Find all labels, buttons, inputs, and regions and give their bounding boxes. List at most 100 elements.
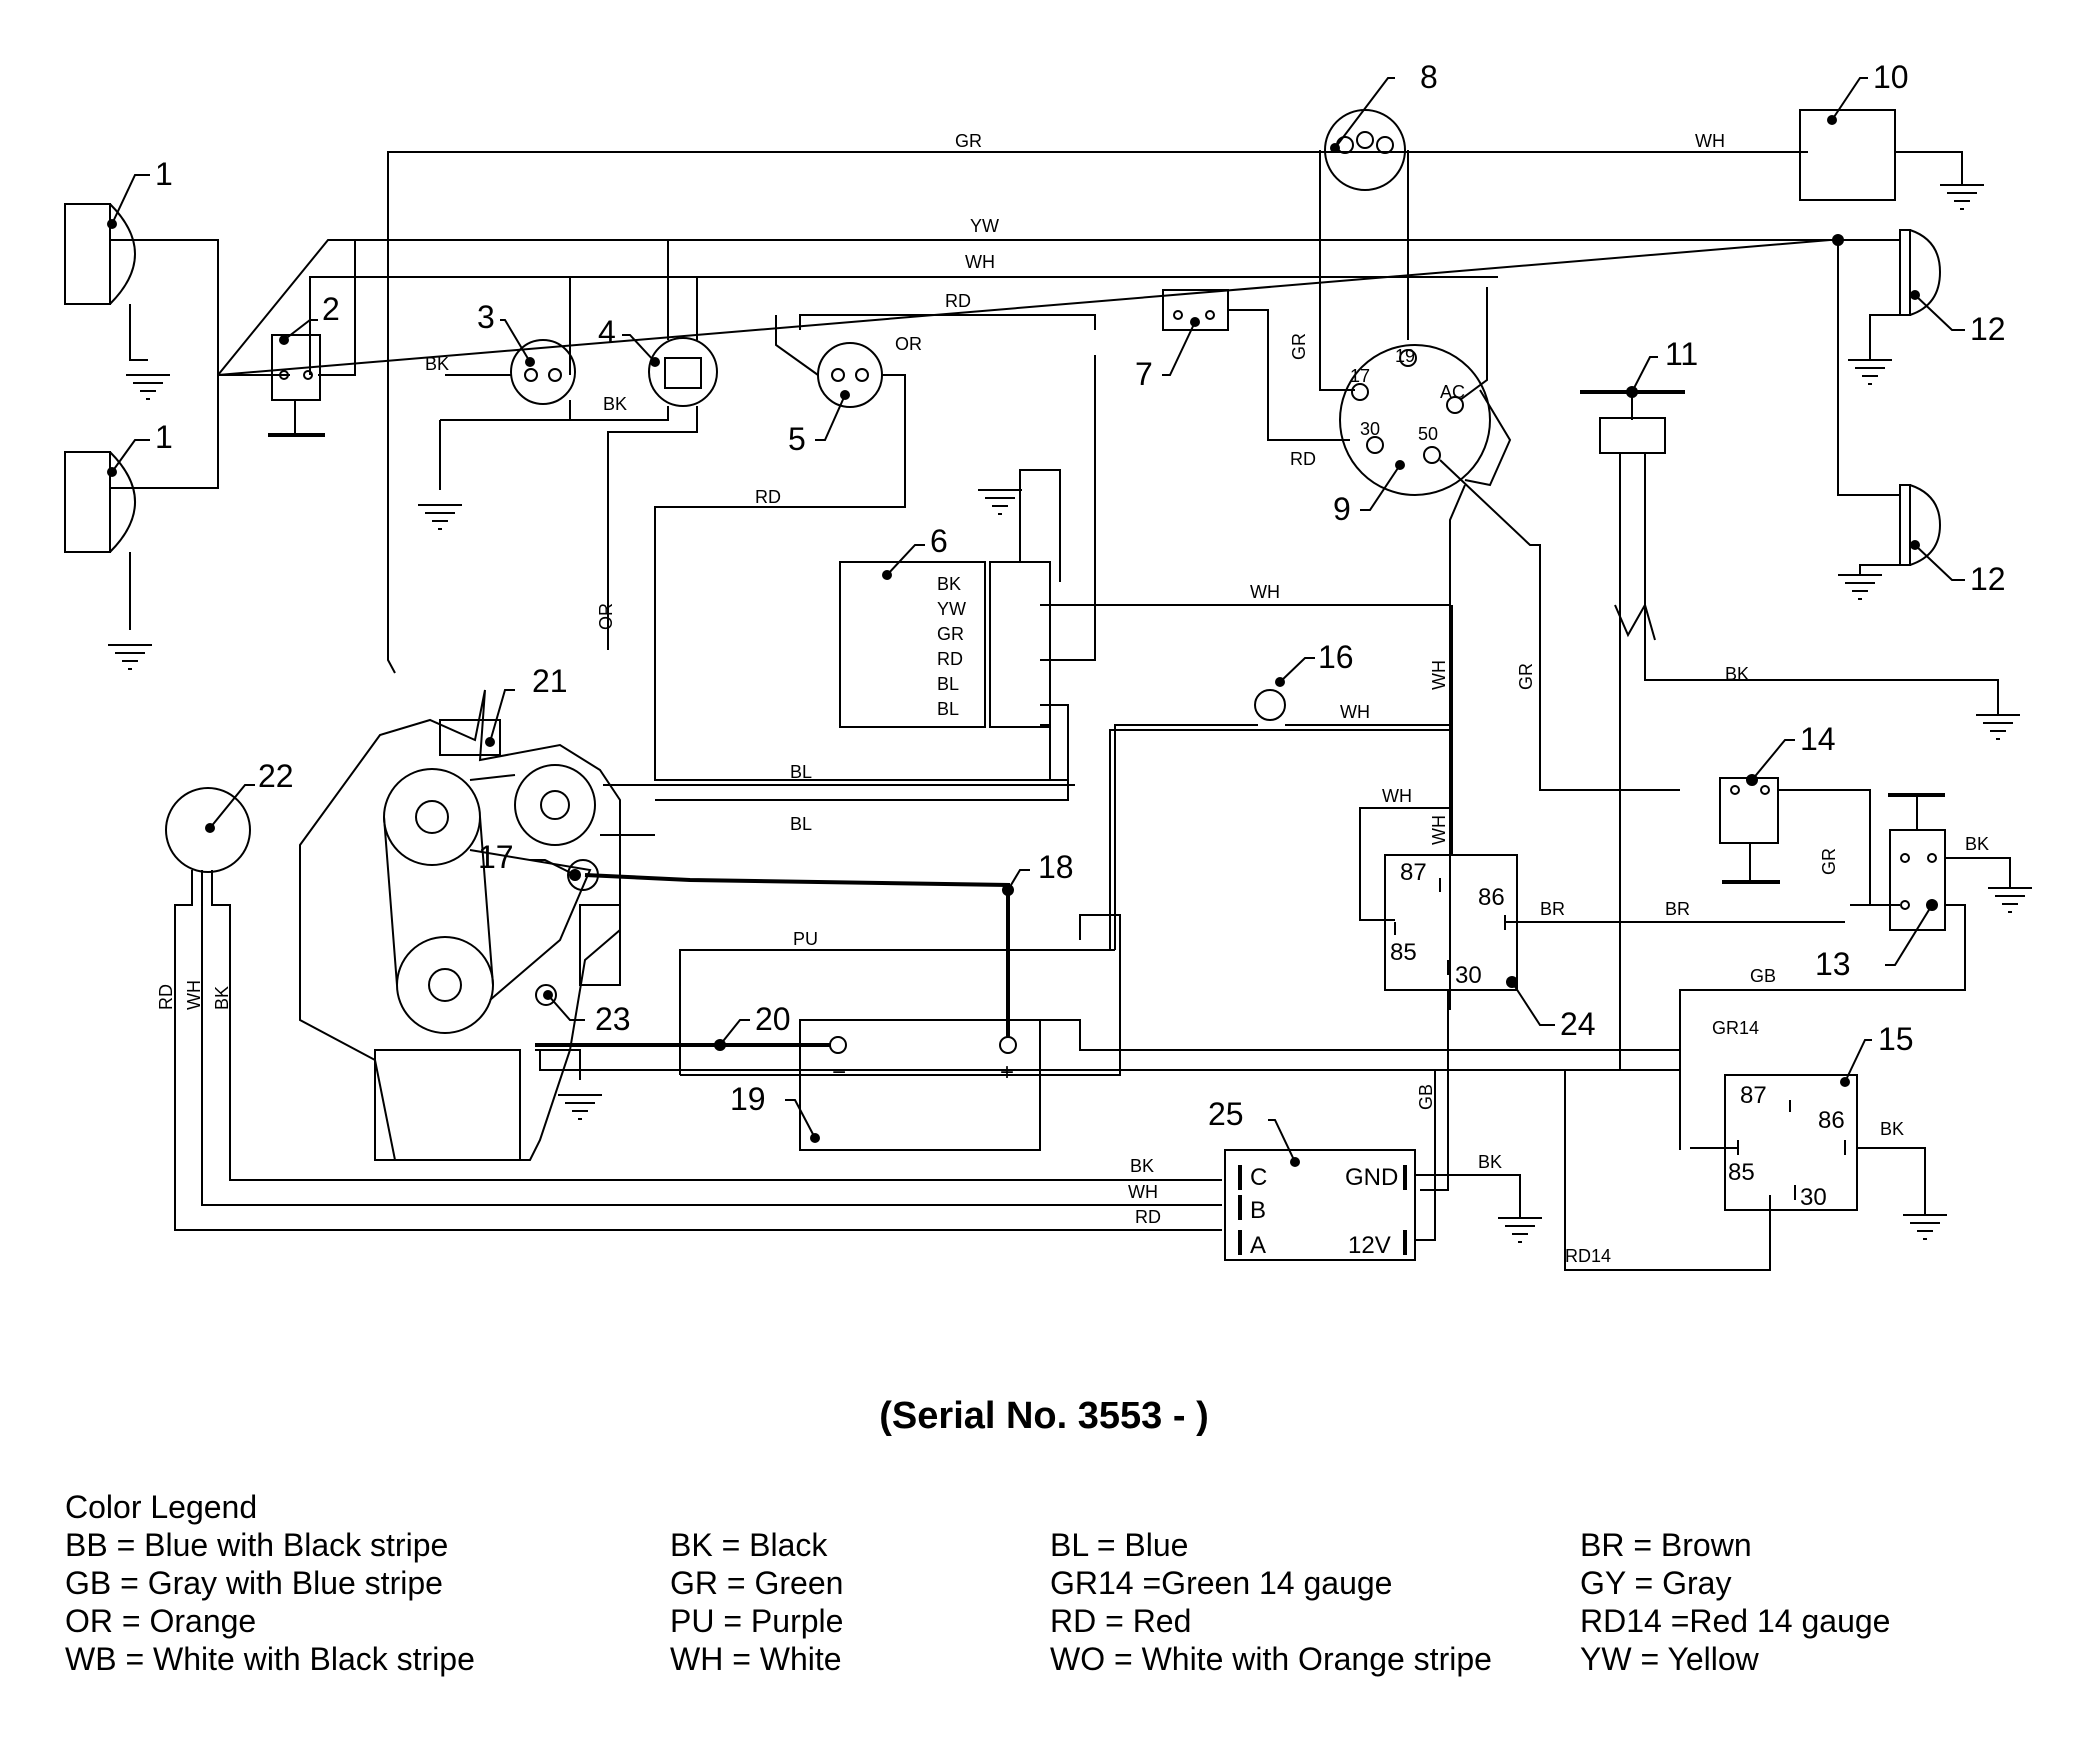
component-number: 6	[930, 523, 948, 559]
wire-label: BK	[1130, 1156, 1154, 1176]
wire-label: BK	[603, 394, 627, 414]
relay24-pin: 85	[1390, 939, 1417, 966]
wire-label: GR	[1819, 848, 1839, 875]
wire-label: BK	[212, 986, 232, 1010]
horns	[1832, 229, 1942, 600]
sensor-22	[165, 787, 1222, 1231]
wire-label: OR	[596, 603, 616, 630]
wire-label: GR14	[1712, 1018, 1759, 1038]
component-number: 21	[532, 663, 568, 699]
controller-pin: 12V	[1348, 1232, 1391, 1259]
color-legend: Color Legend BB = Blue with Black stripe…	[65, 1488, 2065, 1678]
legend-entry: GR14 =Green 14 gauge	[1050, 1565, 1393, 1601]
component-number: 23	[595, 1001, 631, 1037]
legend-row: OR = Orange PU = Purple RD = Red RD14 =R…	[65, 1602, 2065, 1640]
component-number: 12	[1970, 311, 2006, 347]
legend-entry: WO = White with Orange stripe	[1050, 1641, 1492, 1677]
wire-label: PU	[793, 929, 818, 949]
relay-15	[1564, 1070, 1948, 1271]
component-numbers: 1 1 2 3 4 5 6 7 8 9 10 11 12 12 13 14 15…	[111, 59, 2006, 1163]
wire-label: WH	[1128, 1182, 1158, 1202]
module6-pin: YW	[937, 599, 966, 619]
controller-pin: A	[1250, 1232, 1266, 1259]
component-number: 1	[155, 419, 173, 455]
wire-label: BK	[1478, 1152, 1502, 1172]
component-number: 22	[258, 758, 294, 794]
engine	[299, 689, 1075, 1161]
component-number: 7	[1135, 356, 1153, 392]
ignition-switch	[1339, 287, 1680, 1010]
legend-row: WB = White with Black stripe WH = White …	[65, 1640, 2065, 1678]
wire-label: BK	[425, 354, 449, 374]
wire-label: WH	[1250, 582, 1280, 602]
controller-25	[539, 914, 1680, 1261]
legend-entry: RD = Red	[1050, 1603, 1192, 1639]
component-number: 15	[1878, 1021, 1914, 1057]
component-number: 13	[1815, 946, 1851, 982]
wire-label: BK	[1965, 834, 1989, 854]
wire-label: RD14	[1565, 1246, 1611, 1266]
wire-label: BK	[1725, 664, 1749, 684]
wire-label: GR	[1289, 333, 1309, 360]
component-number: 1	[155, 156, 173, 192]
relay24-pin: 30	[1455, 962, 1482, 989]
component-number: 3	[477, 299, 495, 335]
component-number: 19	[730, 1081, 766, 1117]
legend-entry: BK = Black	[670, 1527, 828, 1563]
wire-label: GR	[955, 131, 982, 151]
switch-14	[1719, 774, 1900, 906]
module6-pin: BL	[937, 674, 959, 694]
legend-entry: BB = Blue with Black stripe	[65, 1527, 449, 1563]
legend-entry: RD14 =Red 14 gauge	[1580, 1603, 1891, 1639]
ignition-pin: 50	[1418, 424, 1438, 444]
wire-labels: GR YW WH RD OR BK BK RD GR RD OR WH WH W…	[156, 131, 1989, 1266]
module6-pin: BK	[937, 574, 961, 594]
legend-row: GB = Gray with Blue stripe GR = Green GR…	[65, 1564, 2065, 1602]
legend-entry: GY = Gray	[1580, 1565, 1732, 1601]
legend-title: Color Legend	[65, 1489, 258, 1525]
module6-pin: RD	[937, 649, 963, 669]
component-number: 24	[1560, 1006, 1596, 1042]
ignition-pin: 19	[1395, 346, 1415, 366]
wire-label: GR	[1516, 663, 1536, 690]
wire-label: BK	[1880, 1119, 1904, 1139]
module6-pin: BL	[937, 699, 959, 719]
legend-entry: YW = Yellow	[1580, 1641, 1759, 1677]
wire-label: BL	[790, 814, 812, 834]
fuse-10	[1799, 109, 1985, 210]
wire-label: WH	[184, 980, 204, 1010]
wire-label: RD	[1290, 449, 1316, 469]
component-number: 20	[755, 1001, 791, 1037]
controller-pin: B	[1250, 1197, 1266, 1224]
wire-label: BL	[790, 762, 812, 782]
fuse-7	[1162, 289, 1350, 441]
legend-entry: WH = White	[670, 1641, 842, 1677]
legend-entry: GB = Gray with Blue stripe	[65, 1565, 443, 1601]
ignition-pin: 30	[1360, 419, 1380, 439]
relay15-pin: 86	[1818, 1107, 1845, 1134]
legend-row: BB = Blue with Black stripe BK = Black B…	[65, 1526, 2065, 1564]
wire-label: WH	[1695, 131, 1725, 151]
wire-label: RD	[156, 984, 176, 1010]
battery-terminal: +	[1000, 1059, 1014, 1086]
component-number: 17	[478, 839, 514, 875]
component-number: 25	[1208, 1096, 1244, 1132]
component-number: 5	[788, 421, 806, 457]
wire-label: WH	[965, 252, 995, 272]
headlight-switch	[268, 334, 325, 437]
switch-4	[570, 240, 718, 650]
legend-entry: BL = Blue	[1050, 1527, 1189, 1563]
component-number: 16	[1318, 639, 1354, 675]
wire-label: YW	[970, 216, 999, 236]
ignition-pin: 17	[1350, 366, 1370, 386]
legend-entry: BR = Brown	[1580, 1527, 1752, 1563]
component-number: 2	[322, 291, 340, 327]
bus-wires	[110, 151, 1850, 674]
relay15-pin: 85	[1728, 1159, 1755, 1186]
component-number: 14	[1800, 721, 1836, 757]
battery-terminal: −	[832, 1059, 846, 1086]
headlight-lower	[64, 451, 153, 670]
wire-label: BR	[1665, 899, 1690, 919]
wiring-diagram: GR YW WH RD OR BK BK RD GR RD OR WH WH W…	[64, 59, 2033, 1271]
legend-entry: PU = Purple	[670, 1603, 844, 1639]
